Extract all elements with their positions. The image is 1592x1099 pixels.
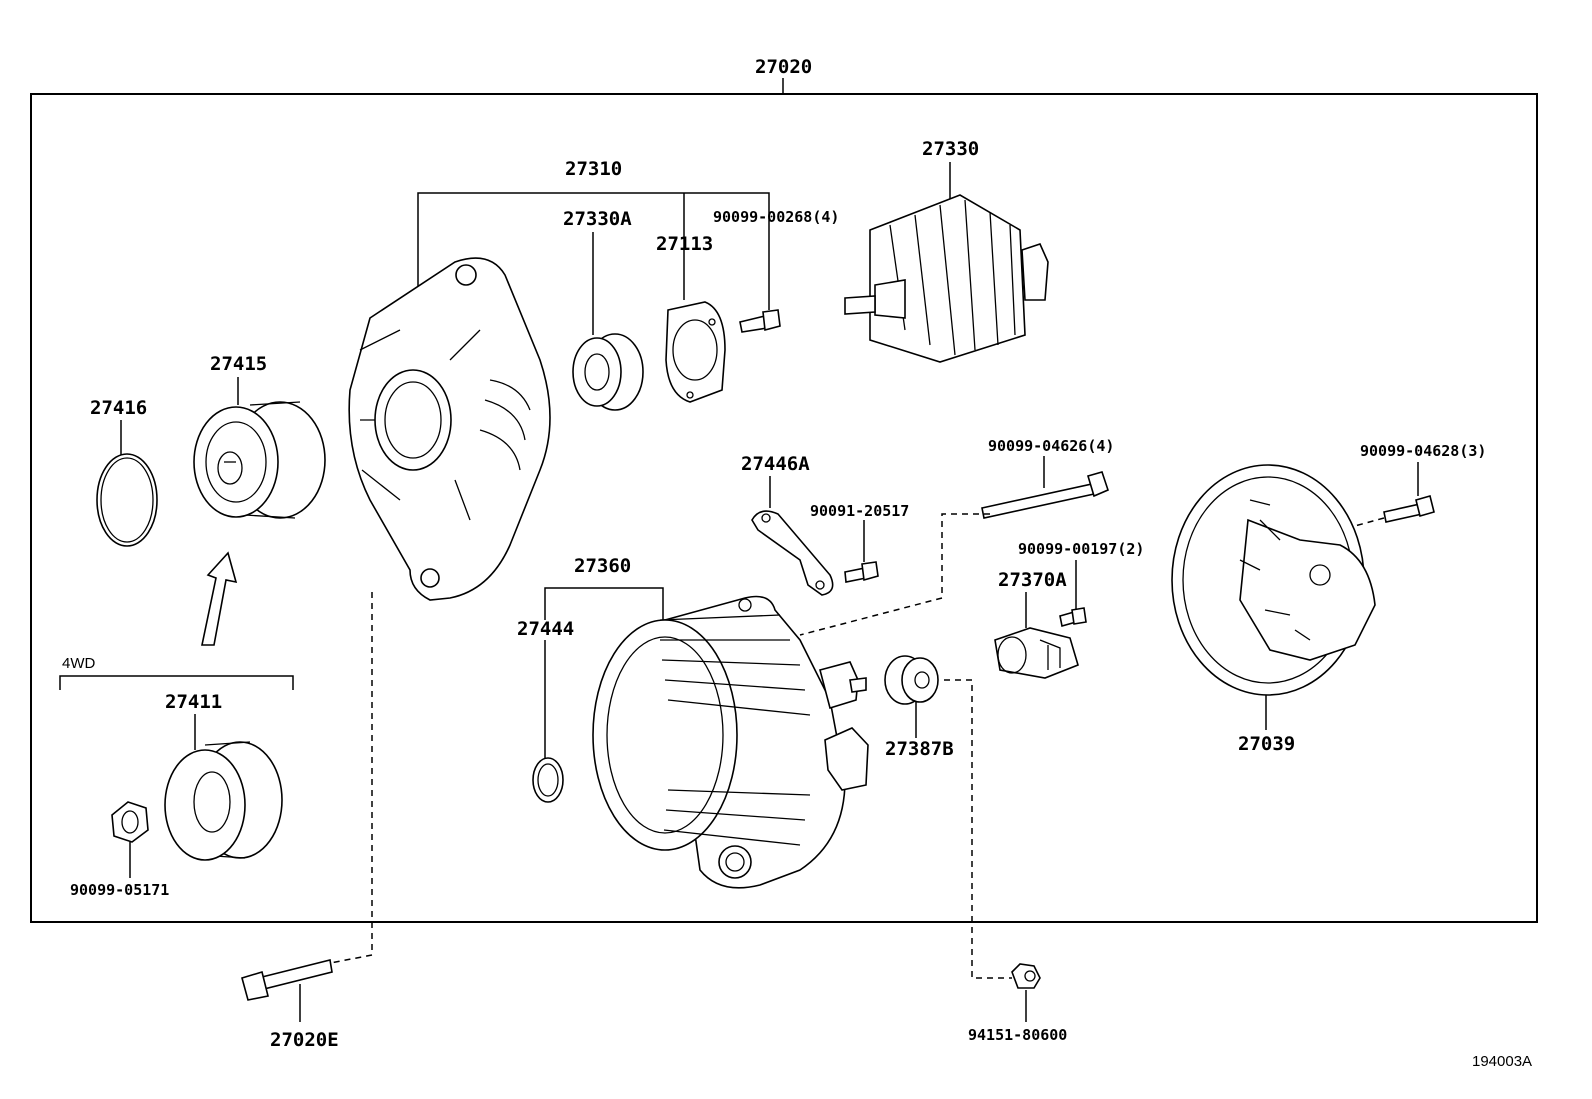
rotor-27330[interactable] [844,194,1049,363]
label-27370A[interactable]: 27370A [998,569,1067,591]
label-90091-20517[interactable]: 90091-20517 [810,502,909,520]
label-4WD[interactable]: 4WD [62,655,96,672]
ring-27416[interactable] [96,453,158,547]
label-90099-04626[interactable]: 90099-04626(4) [988,437,1114,455]
bolt-27020E[interactable] [241,959,333,1001]
label-90099-00268[interactable]: 90099-00268(4) [713,208,839,226]
upward-arrow-icon [201,551,238,646]
ring-27444[interactable] [532,757,564,803]
bearing-27330A[interactable] [572,333,644,411]
nut-94151-80600[interactable] [1011,963,1041,989]
label-90099-00197[interactable]: 90099-00197(2) [1018,540,1144,558]
screw-90099-00197[interactable] [1059,607,1087,628]
label-assembly[interactable]: 27020 [755,56,812,78]
label-27415[interactable]: 27415 [210,353,267,375]
label-94151-80600[interactable]: 94151-80600 [968,1026,1067,1044]
rear-cover-27039[interactable] [1171,464,1376,696]
label-27411[interactable]: 27411 [165,691,222,713]
label-27330[interactable]: 27330 [922,138,979,160]
bolt-90099-04628[interactable] [1383,495,1435,523]
retainer-plate-27113[interactable] [665,301,726,403]
label-27113[interactable]: 27113 [656,233,713,255]
pulley-27411[interactable] [164,741,283,861]
screw-90091-20517[interactable] [844,561,879,583]
label-27330A[interactable]: 27330A [563,208,632,230]
drive-end-frame[interactable] [348,257,551,601]
label-27446A[interactable]: 27446A [741,453,810,475]
label-27416[interactable]: 27416 [90,397,147,419]
label-27387B[interactable]: 27387B [885,738,954,760]
label-27360[interactable]: 27360 [574,555,631,577]
cap-27387B[interactable] [884,655,939,705]
assembly-frame [30,93,1538,923]
screw-90099-00268[interactable] [739,309,781,333]
rear-frame-27360[interactable] [592,595,869,889]
label-27039[interactable]: 27039 [1238,733,1295,755]
nut-90099-05171[interactable] [111,801,149,843]
brush-holder-27370A[interactable] [994,627,1079,679]
label-90099-05171[interactable]: 90099-05171 [70,881,169,899]
pulley-27415[interactable] [193,401,326,519]
label-90099-04628[interactable]: 90099-04628(3) [1360,442,1486,460]
label-27310[interactable]: 27310 [565,158,622,180]
bolt-90099-04626[interactable] [981,471,1109,519]
label-27444[interactable]: 27444 [517,618,574,640]
label-27020E[interactable]: 27020E [270,1029,339,1051]
diagram-ref-code: 194003A [1472,1053,1532,1070]
bracket-27446A[interactable] [751,510,834,596]
